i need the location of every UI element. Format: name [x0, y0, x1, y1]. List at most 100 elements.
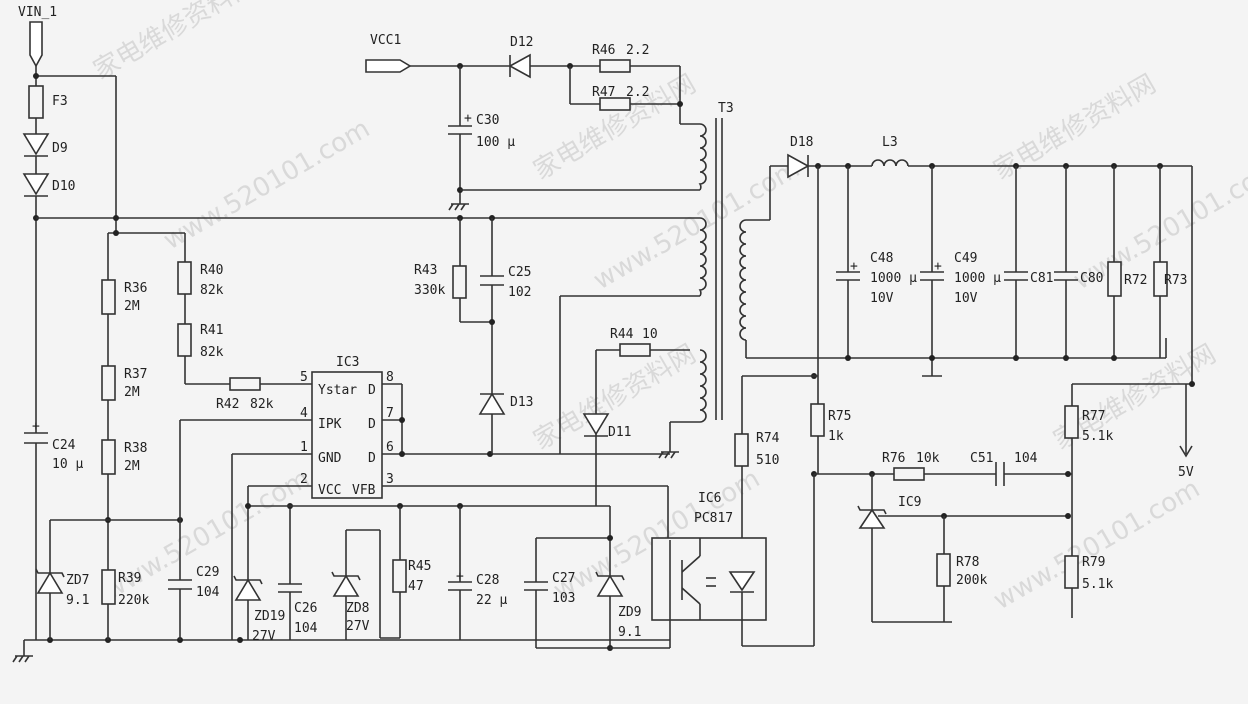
- label-R74: R74: [756, 431, 780, 446]
- pin-name: D: [368, 417, 376, 432]
- value-C25: 102: [508, 285, 531, 300]
- resistor-R72: [1107, 261, 1122, 297]
- pin-name: D: [368, 383, 376, 398]
- label-C28: C28: [476, 573, 499, 588]
- resistor-R79: [1064, 555, 1079, 589]
- label-R75: R75: [828, 409, 851, 424]
- label-C27: C27: [552, 571, 575, 586]
- value-ZD9: 9.1: [618, 625, 641, 640]
- label-R79: R79: [1082, 555, 1105, 570]
- zener-ZD7: [36, 571, 64, 594]
- label-ZD8: ZD8: [346, 601, 369, 616]
- value-C29: 104: [196, 585, 220, 600]
- part-IC6: PC817: [694, 511, 733, 526]
- resistor-R77: [1064, 405, 1079, 439]
- resistor-R46: [599, 59, 631, 73]
- winding-aux1: [698, 123, 707, 191]
- shunt-regulator-IC9: [858, 508, 886, 529]
- pin-name: VCC: [318, 483, 341, 498]
- label-R78: R78: [956, 555, 979, 570]
- resistor-R74: [734, 433, 749, 467]
- label-C25: C25: [508, 265, 531, 280]
- label-R41: R41: [200, 323, 223, 338]
- value-C24: 10 μ: [52, 457, 83, 472]
- label-C80: C80: [1080, 271, 1103, 286]
- svg-text:+: +: [850, 259, 858, 274]
- pin-name: IPK: [318, 417, 342, 432]
- value-ZD7: 9.1: [66, 593, 89, 608]
- value-C26: 104: [294, 621, 318, 636]
- resistor-R44: [619, 343, 651, 357]
- label-C81: C81: [1030, 271, 1053, 286]
- label-C26: C26: [294, 601, 317, 616]
- resistor-R45: [392, 559, 407, 593]
- value-R78: 200k: [956, 573, 987, 588]
- label-D18: D18: [790, 135, 813, 150]
- pin-number: 8: [386, 370, 394, 385]
- diode-D9: [22, 133, 50, 156]
- svg-text:+: +: [934, 259, 942, 274]
- value-R46: 2.2: [626, 43, 649, 58]
- value-R39: 220k: [118, 593, 149, 608]
- label-C24: C24: [52, 438, 76, 453]
- value-R76: 10k: [916, 451, 940, 466]
- pin-number: 3: [386, 472, 394, 487]
- diode-D10: [22, 173, 50, 196]
- svg-text:+: +: [464, 111, 472, 126]
- zener-ZD19: [234, 578, 262, 601]
- value-C30: 100 μ: [476, 135, 515, 150]
- pin-name: GND: [318, 451, 342, 466]
- resistor-R43: [452, 265, 467, 299]
- label-C30: C30: [476, 113, 499, 128]
- rating-C49: 10V: [954, 291, 978, 306]
- label-R43: R43: [414, 263, 437, 278]
- ic-IC3: [311, 371, 383, 499]
- resistor-R39: [101, 569, 116, 605]
- watermark: www.520101.com: [989, 474, 1206, 616]
- value-R37: 2M: [124, 385, 140, 400]
- pin-name: Ystar: [318, 383, 357, 398]
- label-R46: R46: [592, 43, 615, 58]
- winding-aux2: [699, 349, 707, 423]
- resistor-R42: [229, 377, 261, 391]
- label-IC6: IC6: [698, 491, 721, 506]
- resistor-R38: [101, 439, 116, 475]
- label-R73: R73: [1164, 273, 1187, 288]
- label-C49: C49: [954, 251, 977, 266]
- resistor-R37: [101, 365, 116, 401]
- value-R74: 510: [756, 453, 779, 468]
- value-C28: 22 μ: [476, 593, 507, 608]
- vin-connector: [29, 21, 43, 68]
- label-R77: R77: [1082, 409, 1105, 424]
- value-R41: 82k: [200, 345, 224, 360]
- value-R40: 82k: [200, 283, 224, 298]
- label-IC9: IC9: [898, 495, 921, 510]
- opto-led: [728, 571, 756, 592]
- label-D12: D12: [510, 35, 533, 50]
- fuse-F3: [28, 85, 44, 119]
- value-R45: 47: [408, 579, 424, 594]
- diode-D18: [787, 153, 810, 179]
- value-ZD19: 27V: [252, 629, 276, 644]
- label-D11: D11: [608, 425, 631, 440]
- resistor-R41: [177, 323, 192, 357]
- resistor-R75: [810, 403, 825, 437]
- label-ZD7: ZD7: [66, 573, 89, 588]
- watermark: www.520101.com: [159, 114, 376, 256]
- winding-secondary: [739, 219, 747, 341]
- value-C27: 103: [552, 591, 575, 606]
- diode-D12: [508, 53, 531, 79]
- value-R77: 5.1k: [1082, 429, 1113, 444]
- svg-text:+: +: [32, 419, 40, 434]
- pin-number: 4: [300, 406, 308, 421]
- resistor-R78: [936, 553, 951, 587]
- zener-ZD8: [332, 574, 360, 597]
- label-R72: R72: [1124, 273, 1147, 288]
- label-L3: L3: [882, 135, 898, 150]
- label-R42: R42: [216, 397, 239, 412]
- label-D10: D10: [52, 179, 75, 194]
- label-T3: T3: [718, 101, 734, 116]
- net-label-vin: VIN_1: [18, 5, 57, 20]
- label-IC3: IC3: [336, 355, 359, 370]
